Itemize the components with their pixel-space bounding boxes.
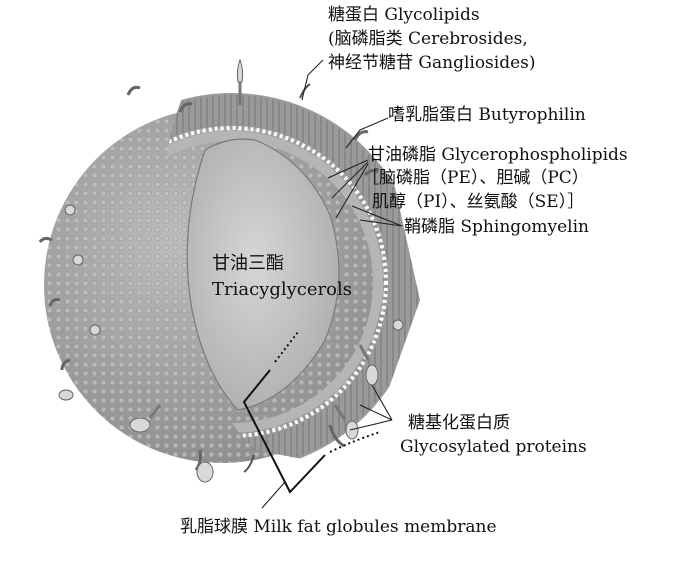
membrane-bracket xyxy=(242,331,381,494)
leader-glycosylated-1 xyxy=(371,384,393,421)
leader-glycolipids xyxy=(301,59,324,101)
label-glycerophospholipids-line1: 甘油磷脂 Glycerophospholipids xyxy=(368,145,628,165)
label-sphingomyelin: 鞘磷脂 Sphingomyelin xyxy=(404,217,589,237)
label-glycolipids-line3: 神经节糖苷 Gangliosides) xyxy=(328,53,536,73)
leader-glycerophospholipid-2 xyxy=(331,161,369,199)
triacylglycerol-core xyxy=(186,138,340,411)
label-glycerophospholipids-line2: ［脑磷脂（PE）、胆碱（PC） xyxy=(362,168,589,188)
leader-glycerophospholipid-1 xyxy=(327,159,369,179)
leader-butyrophilin xyxy=(345,117,389,149)
label-glycolipids-line2: (脑磷脂类 Cerebrosides, xyxy=(328,29,528,49)
label-glycosylated-proteins-zh: 糖基化蛋白质 xyxy=(408,413,510,433)
leader-membrane xyxy=(261,481,286,509)
leader-sphingomyelin-1 xyxy=(351,205,403,227)
leader-glycerophospholipid-3 xyxy=(335,163,369,219)
label-triacylglycerols-zh: 甘油三酯 xyxy=(212,253,284,274)
leader-glycosylated-2 xyxy=(359,404,393,421)
label-membrane: 乳脂球膜 Milk fat globules membrane xyxy=(180,517,497,537)
label-triacylglycerols-en: Triacyglycerols xyxy=(212,279,352,300)
label-butyrophilin: 嗜乳脂蛋白 Butyrophilin xyxy=(388,105,586,125)
leader-lines xyxy=(261,59,403,509)
label-glycosylated-proteins-en: Glycosylated proteins xyxy=(400,437,587,457)
label-glycerophospholipids-line3: 肌醇（PI）、丝氨酸（SE）］ xyxy=(372,192,585,212)
leader-glycosylated-3 xyxy=(349,419,393,431)
leader-sphingomyelin-2 xyxy=(359,219,403,227)
label-glycolipids-line1: 糖蛋白 Glycolipids xyxy=(328,5,480,25)
